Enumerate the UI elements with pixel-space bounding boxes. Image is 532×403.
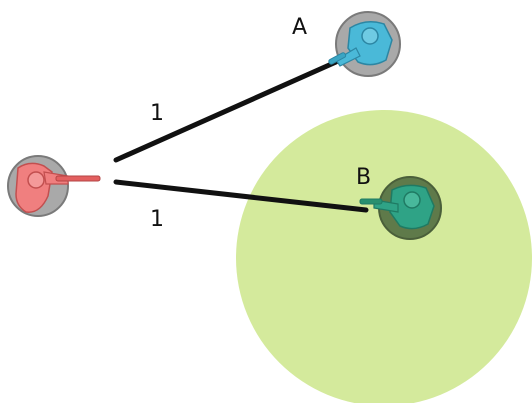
- area-of-effect-circle: [236, 110, 532, 403]
- distance-label-b: 1: [150, 207, 164, 232]
- target-unit-b[interactable]: B: [356, 165, 442, 240]
- target-b-label: B: [356, 165, 371, 190]
- red-rifleman-icon: [15, 162, 101, 213]
- range-line-to-b: [113, 179, 369, 213]
- green-soldier-icon: [359, 184, 435, 230]
- target-a-label: A: [292, 15, 307, 40]
- range-line-to-a: [113, 59, 339, 163]
- blue-soldier-icon: [328, 21, 393, 67]
- distance-label-a: 1: [150, 101, 164, 126]
- target-unit-a[interactable]: A: [292, 11, 401, 77]
- shooter-unit[interactable]: [7, 155, 101, 217]
